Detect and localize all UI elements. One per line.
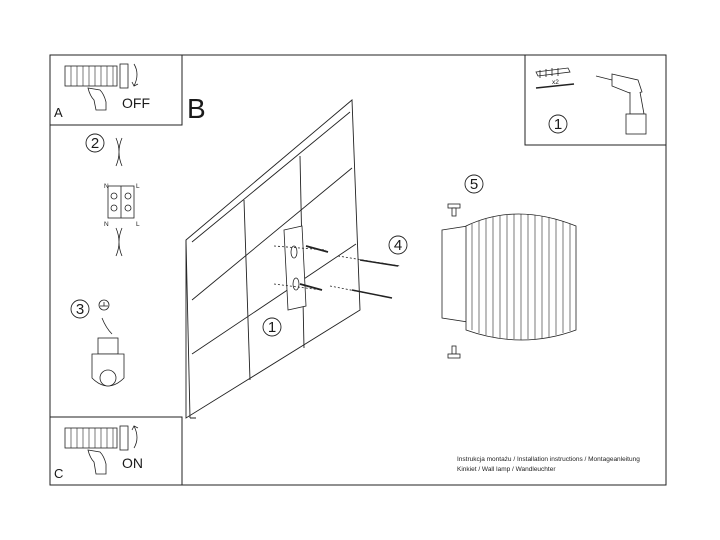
panel-a-box: [49, 54, 183, 126]
panel-c-state: ON: [122, 455, 143, 471]
ground-symbol-icon: [98, 299, 110, 311]
outer-frame: [49, 54, 667, 486]
step-1b-number: 1: [268, 319, 276, 336]
wall-lamp-icon: [441, 213, 577, 341]
drill-icon: [595, 73, 647, 135]
panel-c-box: [49, 416, 183, 486]
caption-title: Instrukcja montażu / Installation instru…: [457, 456, 640, 463]
screw-top-icon: [447, 203, 461, 217]
panel-tools-box: [524, 54, 667, 146]
terminal-block-icon: [107, 137, 135, 257]
panel-a-state: OFF: [122, 95, 150, 111]
panel-c-letter: C: [54, 466, 63, 481]
panel-b-letter: B: [187, 93, 206, 124]
step-1b-bubble: [262, 317, 282, 337]
connector-n-bottom: N: [104, 221, 109, 228]
step-4-bubble: [388, 235, 408, 255]
step-3-bubble: [70, 299, 90, 319]
step-3-number: 3: [76, 301, 84, 318]
mounting-bracket: [283, 225, 307, 311]
screws-dowels-icon: [535, 67, 575, 89]
dowels-screws: [273, 245, 401, 299]
step-2-bubble: [85, 133, 105, 153]
fuse-box-icon-c: [64, 425, 139, 475]
step-4-number: 4: [394, 237, 402, 254]
earth-bracket-icon: [91, 317, 125, 387]
step-1-number: 1: [554, 116, 562, 133]
step-1-bubble: [548, 114, 568, 134]
step-5-number: 5: [470, 176, 478, 193]
connector-l-top: L: [136, 183, 140, 190]
quantity-label: x2: [552, 79, 559, 86]
caption-subtitle: Kinkiet / Wall lamp / Wandleuchter: [457, 466, 556, 473]
step-5-bubble: [464, 174, 484, 194]
panel-a-letter: A: [54, 105, 63, 120]
wall-panel: [185, 99, 361, 419]
connector-n-top: N: [104, 183, 109, 190]
fuse-box-icon-a: [64, 63, 139, 111]
screw-bottom-icon: [447, 345, 461, 359]
connector-l-bottom: L: [136, 221, 140, 228]
step-2-number: 2: [91, 135, 99, 152]
